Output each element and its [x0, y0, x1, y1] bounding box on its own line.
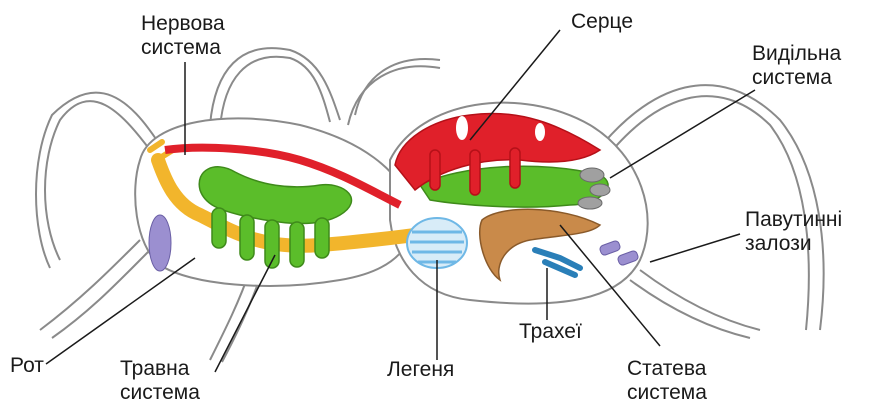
mouth-shape: [149, 215, 171, 271]
leader-glands: [650, 234, 740, 262]
leader-mouth: [46, 258, 195, 364]
label-spinning-glands: Павутинні залози: [745, 208, 842, 256]
leg-front-lower: [40, 240, 140, 330]
leader-excretory: [610, 90, 755, 178]
label-mouth: Рот: [10, 354, 44, 378]
label-nervous-system: Нервова система: [141, 12, 225, 60]
label-digestive-system: Травна система: [120, 357, 200, 405]
label-excretory-system: Видільна система: [752, 42, 841, 90]
label-tracheae: Трахеї: [519, 320, 582, 344]
label-lung: Легеня: [387, 358, 454, 382]
leg-front-upper: [45, 101, 150, 260]
label-reproductive-system: Статева система: [627, 357, 707, 405]
label-heart: Серце: [571, 10, 633, 34]
